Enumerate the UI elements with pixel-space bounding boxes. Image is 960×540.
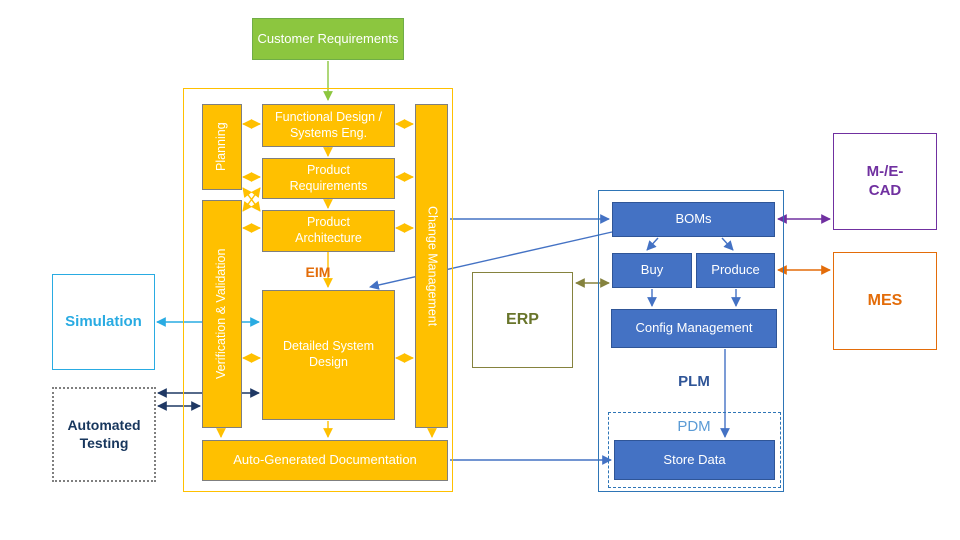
eim-label: EIM (305, 264, 331, 280)
node-config-management: Config Management (611, 309, 777, 348)
edge-vv-prodreq (242, 187, 261, 212)
pdm-label: PDM (677, 417, 711, 435)
edge-boms-dsd (369, 231, 613, 290)
node-buy: Buy (612, 253, 692, 288)
node-verification-validation: Verification & Validation (202, 200, 242, 428)
node-functional-design: Functional Design / Systems Eng. (262, 104, 395, 147)
node-simulation: Simulation (52, 274, 155, 370)
node-change-management: Change Management (415, 104, 448, 428)
node-mecad-label: M-/E-CAD (866, 162, 904, 199)
node-boms: BOMs (612, 202, 775, 237)
node-auto-generated-documentation: Auto-Generated Documentation (202, 440, 448, 481)
node-mecad: M-/E-CAD (833, 133, 937, 230)
plm-container (598, 190, 784, 492)
node-erp: ERP (472, 272, 573, 368)
node-store-data: Store Data (614, 440, 775, 480)
node-detailed-system-design: Detailed System Design (262, 290, 395, 420)
node-produce: Produce (696, 253, 775, 288)
pdm-container (608, 412, 781, 488)
node-product-architecture: Product Architecture (262, 210, 395, 252)
node-automated-testing: Automated Testing (52, 387, 156, 482)
edge-boms-buy (646, 237, 659, 251)
plm-label: PLM (678, 372, 710, 390)
node-mes: MES (833, 252, 937, 350)
node-product-requirements: Product Requirements (262, 158, 395, 199)
node-planning: Planning (202, 104, 242, 190)
eim-suite-container (183, 88, 453, 492)
edge-boms-produce (721, 237, 734, 251)
node-customer-requirements: Customer Requirements (252, 18, 404, 60)
